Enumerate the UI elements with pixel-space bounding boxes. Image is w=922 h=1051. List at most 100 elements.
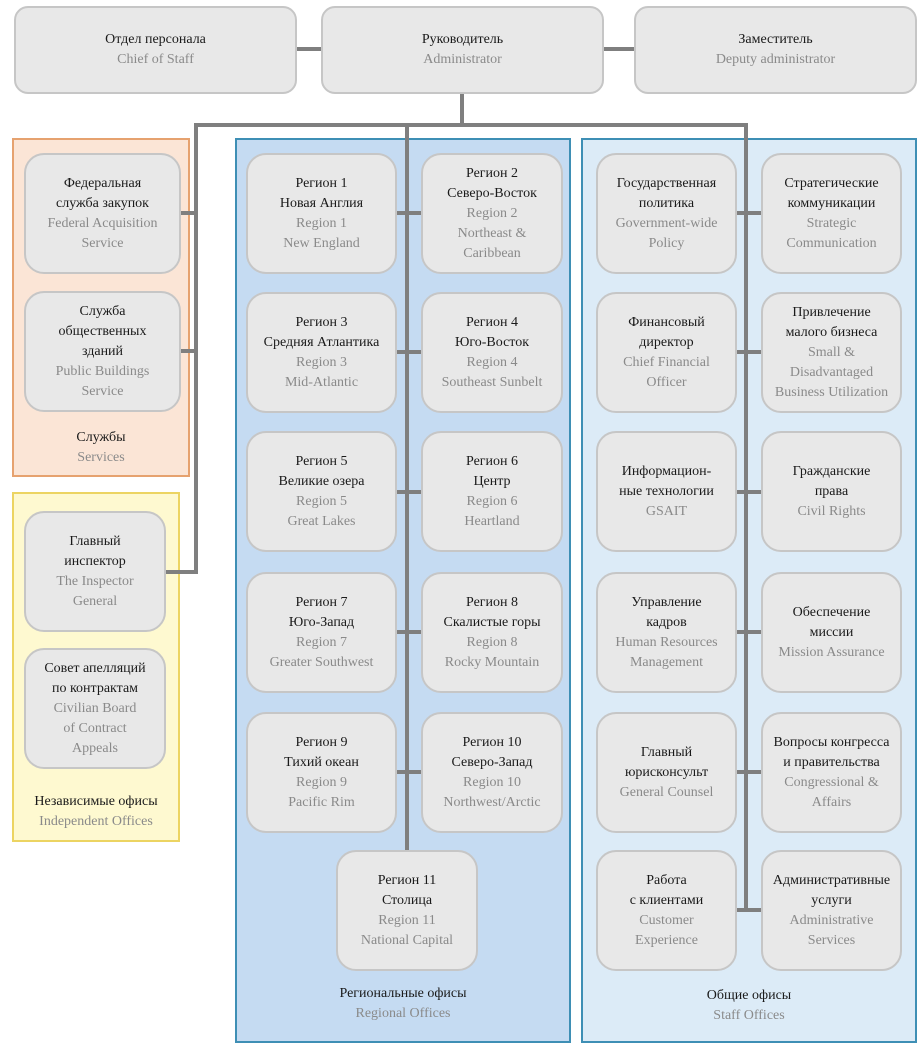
- services-title-en: Services: [77, 450, 125, 465]
- node-label-en: Civilian Board: [53, 700, 137, 716]
- node-label-ru: политика: [638, 195, 695, 211]
- node-label-en: Region 6: [466, 493, 518, 509]
- node-label-en: National Capital: [360, 932, 454, 948]
- node-label-en: Region 9: [296, 774, 347, 790]
- node-label-ru: Привлечение: [792, 304, 871, 320]
- node-label-en: Public Buildings: [55, 363, 150, 379]
- node-label-ru: Тихий океан: [284, 754, 359, 770]
- node-label-ru: зданий: [81, 343, 124, 359]
- independent-title-en: Independent Offices: [39, 814, 153, 829]
- node-label-en: Strategic: [806, 215, 857, 231]
- node-label-ru: Административные: [772, 872, 891, 888]
- node-label-en: Region 1: [296, 215, 347, 231]
- node-label-ru: Регион 11: [377, 872, 437, 888]
- node-label-en: The Inspector: [56, 573, 134, 589]
- node-label-ru: Главный: [640, 744, 693, 760]
- node-label-en: GSAIT: [645, 503, 688, 519]
- node-label-en: Mission Assurance: [778, 644, 885, 660]
- node-label-ru: Скалистые горы: [443, 614, 541, 630]
- node-label-ru: права: [814, 483, 849, 499]
- node-label-ru: Северо-Запад: [451, 754, 533, 770]
- node-label-en: Region 4: [466, 354, 518, 370]
- node-label-en: Caribbean: [463, 245, 521, 261]
- node-label-ru: Руководитель: [421, 32, 504, 47]
- node-label-ru: Великие озера: [278, 473, 365, 489]
- node-label-en: Congressional &: [784, 774, 879, 790]
- node-label-ru: Вопросы конгресса: [773, 734, 890, 750]
- staff-panel-title: Общие офисы Staff Offices: [583, 986, 915, 1026]
- node-label-en: Service: [81, 383, 124, 399]
- node-label-en: Human Resources: [615, 634, 718, 650]
- node-label-ru: и правительства: [783, 754, 880, 770]
- node-label-en: Communication: [786, 235, 877, 251]
- node-label-ru: коммуникации: [787, 195, 876, 211]
- node-label-ru: Юго-Восток: [454, 334, 530, 350]
- independent-title-ru: Независимые офисы: [34, 794, 158, 809]
- node-label-en: Southeast Sunbelt: [441, 374, 543, 390]
- regional-title-ru: Региональные офисы: [339, 986, 467, 1001]
- node-label-en: General: [72, 593, 118, 609]
- services-panel-title: Службы Services: [14, 428, 188, 468]
- node-label-ru: Северо-Восток: [447, 185, 537, 201]
- node-label-en: Government-wide: [615, 215, 718, 231]
- node-label-ru: Новая Англия: [279, 195, 364, 211]
- node-label-en: Region 8: [466, 634, 518, 650]
- node-label-ru: Государственная: [616, 175, 717, 191]
- node-label-en: Service: [81, 235, 124, 251]
- staff-title-en: Staff Offices: [713, 1008, 785, 1023]
- node-label-ru: директор: [639, 334, 694, 350]
- node-label-en: Great Lakes: [287, 513, 356, 529]
- node-label-en: Officer: [646, 374, 687, 390]
- node-label-en: Chief Financial: [623, 354, 710, 370]
- node-label-en: Region 10: [463, 774, 521, 790]
- node-label-en: Region 5: [296, 493, 347, 509]
- node-label-en: Pacific Rim: [288, 794, 355, 810]
- node-label-en: Chief of Staff: [117, 52, 194, 67]
- node-label-en: Rocky Mountain: [444, 654, 540, 670]
- node-label-ru: Регион 2: [465, 165, 519, 181]
- node-label-en: Appeals: [72, 740, 118, 756]
- node-label-ru: Регион 8: [465, 594, 519, 610]
- node-label-ru: Управление: [631, 594, 702, 610]
- node-label-ru: Регион 6: [465, 453, 519, 469]
- node-label-en: Disadvantaged: [789, 364, 874, 380]
- node-label-ru: инспектор: [64, 553, 126, 569]
- node-label-ru: Регион 9: [295, 734, 348, 750]
- node-label-ru: Средняя Атлантика: [263, 334, 380, 350]
- node-label-ru: кадров: [646, 614, 687, 630]
- node-label-ru: Служба: [79, 303, 126, 319]
- node-label-ru: Финансовый: [628, 314, 705, 330]
- node-label-ru: Регион 3: [295, 314, 348, 330]
- node-label-ru: Гражданские: [792, 463, 871, 479]
- node-label-ru: Центр: [473, 473, 511, 489]
- node-label-ru: Регион 5: [295, 453, 348, 469]
- node-label-en: Policy: [648, 235, 685, 251]
- node-label-ru: миссии: [809, 624, 854, 640]
- node-label-en: Business Utilization: [774, 384, 889, 400]
- node-label-en: Northwest/Arctic: [443, 794, 541, 810]
- node-label-en: New England: [283, 235, 360, 251]
- node-label-ru: Юго-Запад: [288, 614, 355, 630]
